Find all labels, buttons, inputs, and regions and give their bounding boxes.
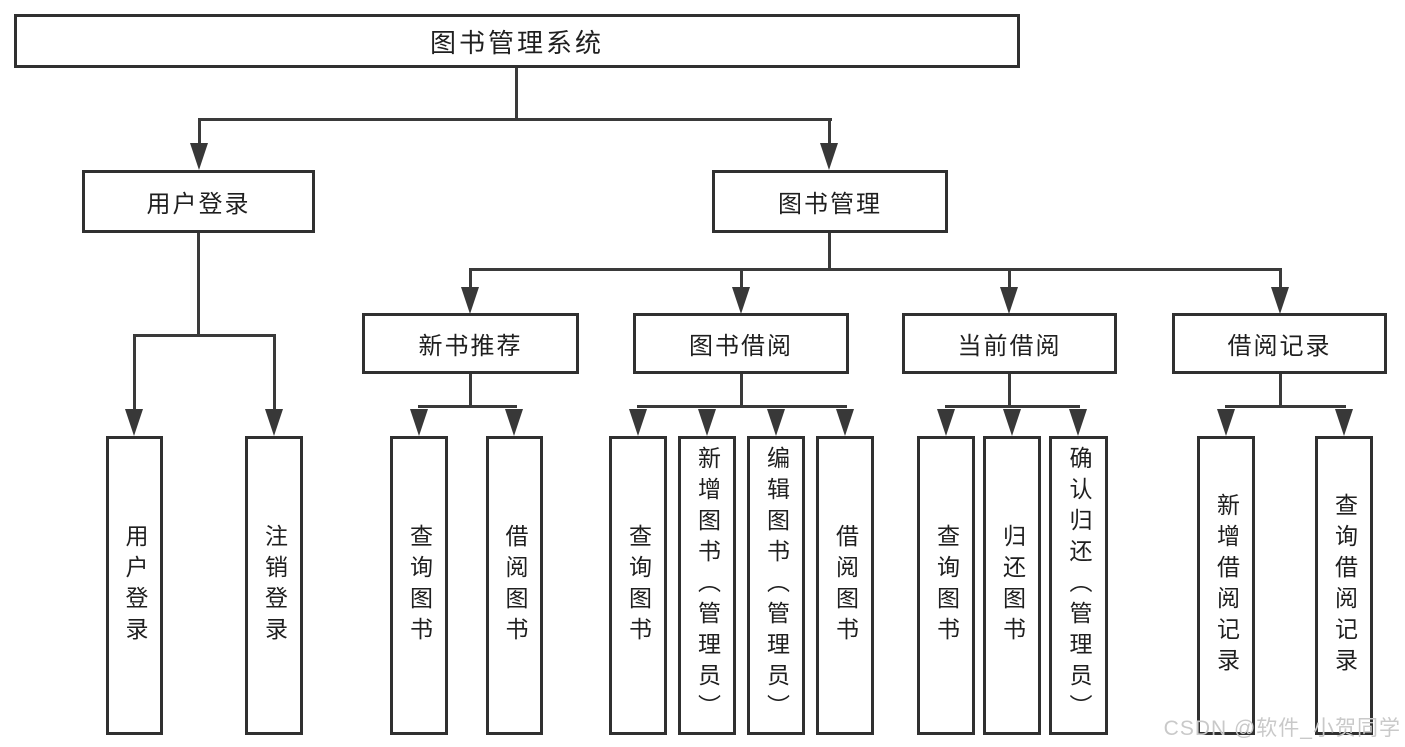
connector-arrow-icon: [1335, 409, 1353, 436]
leaf-logout-label: 注销登录: [261, 523, 288, 648]
connector-line: [133, 334, 136, 412]
connector-line: [740, 268, 743, 290]
connector-line: [273, 334, 276, 412]
connector-line: [198, 118, 832, 121]
leaf-query-book-current: 查询图书: [917, 436, 975, 735]
node-current-borrowing: 当前借阅: [902, 313, 1117, 374]
connector-line: [828, 118, 831, 148]
connector-line: [1225, 405, 1346, 408]
node-library-management-system-label: 图书管理系统: [429, 27, 604, 58]
node-library-management-system: 图书管理系统: [14, 14, 1020, 68]
connector-arrow-icon: [767, 409, 785, 436]
leaf-edit-book-admin-label: 编辑图书（管理员）: [763, 446, 790, 725]
leaf-user-login-label: 用户登录: [122, 523, 148, 648]
leaf-borrow-book-label: 借阅图书: [832, 523, 859, 648]
connector-arrow-icon: [410, 409, 428, 436]
leaf-confirm-return-admin: 确认归还（管理员）: [1049, 436, 1108, 735]
connector-line: [945, 405, 1080, 408]
leaf-confirm-return-admin-label: 确认归还（管理员）: [1066, 446, 1092, 725]
node-book-management-label: 图书管理: [778, 191, 882, 218]
connector-arrow-icon: [1271, 287, 1289, 314]
connector-line: [469, 268, 1282, 271]
connector-arrow-icon: [190, 143, 208, 170]
connector-line: [197, 233, 200, 337]
node-new-book-recommend-label: 新书推荐: [418, 333, 523, 360]
node-current-borrowing-label: 当前借阅: [957, 333, 1062, 360]
connector-line: [133, 334, 276, 337]
connector-line: [1008, 374, 1011, 408]
leaf-add-borrow-record-label: 新增借阅记录: [1213, 492, 1240, 679]
connector-arrow-icon: [937, 409, 955, 436]
connector-arrow-icon: [1003, 409, 1021, 436]
connector-arrow-icon: [836, 409, 854, 436]
connector-arrow-icon: [820, 143, 838, 170]
connector-arrow-icon: [265, 409, 283, 436]
connector-line: [637, 405, 847, 408]
connector-line: [740, 374, 743, 408]
leaf-borrow-book-recommend: 借阅图书: [486, 436, 543, 735]
node-new-book-recommend: 新书推荐: [362, 313, 579, 374]
leaf-logout: 注销登录: [245, 436, 303, 735]
connector-line: [1008, 268, 1011, 290]
leaf-query-book-borrowing: 查询图书: [609, 436, 667, 735]
leaf-add-borrow-record: 新增借阅记录: [1197, 436, 1255, 735]
connector-arrow-icon: [505, 409, 523, 436]
connector-line: [469, 374, 472, 408]
leaf-user-login: 用户登录: [106, 436, 163, 735]
leaf-borrow-book-recommend-label: 借阅图书: [502, 523, 528, 648]
leaf-query-borrow-record-label: 查询借阅记录: [1331, 492, 1358, 679]
leaf-query-book-borrowing-label: 查询图书: [625, 523, 652, 648]
connector-arrow-icon: [1217, 409, 1235, 436]
node-book-management: 图书管理: [712, 170, 948, 233]
connector-arrow-icon: [1069, 409, 1087, 436]
node-user-login: 用户登录: [82, 170, 315, 233]
leaf-query-book-current-label: 查询图书: [933, 523, 960, 648]
node-book-borrowing-label: 图书借阅: [689, 333, 793, 360]
connector-line: [1279, 374, 1282, 408]
connector-line: [469, 268, 472, 290]
leaf-add-book-admin-label: 新增图书（管理员）: [694, 446, 721, 725]
leaf-query-book-recommend: 查询图书: [390, 436, 448, 735]
leaf-query-borrow-record: 查询借阅记录: [1315, 436, 1373, 735]
connector-line: [1279, 268, 1282, 290]
node-borrowing-records-label: 借阅记录: [1227, 333, 1332, 360]
leaf-return-book: 归还图书: [983, 436, 1041, 735]
node-book-borrowing: 图书借阅: [633, 313, 849, 374]
connector-line: [198, 118, 201, 148]
node-borrowing-records: 借阅记录: [1172, 313, 1387, 374]
connector-arrow-icon: [629, 409, 647, 436]
connector-arrow-icon: [1000, 287, 1018, 314]
connector-arrow-icon: [732, 287, 750, 314]
connector-line: [418, 405, 517, 408]
connector-arrow-icon: [461, 287, 479, 314]
node-user-login-label: 用户登录: [146, 191, 251, 218]
leaf-query-book-recommend-label: 查询图书: [406, 523, 433, 648]
leaf-return-book-label: 归还图书: [999, 523, 1026, 648]
connector-line: [515, 68, 518, 120]
connector-arrow-icon: [698, 409, 716, 436]
leaf-borrow-book: 借阅图书: [816, 436, 874, 735]
leaf-edit-book-admin: 编辑图书（管理员）: [747, 436, 805, 735]
connector-line: [828, 233, 831, 271]
connector-arrow-icon: [125, 409, 143, 436]
csdn-watermark: CSDN @软件_小贺同学: [1163, 717, 1401, 740]
leaf-add-book-admin: 新增图书（管理员）: [678, 436, 736, 735]
